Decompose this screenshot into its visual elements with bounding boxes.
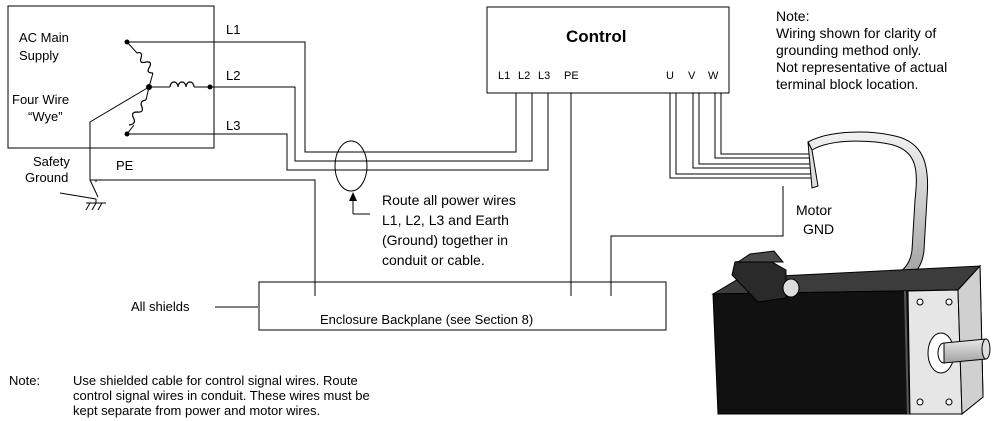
motor-gnd-label: Motor GND bbox=[796, 202, 834, 237]
terminal-l1: L1 bbox=[498, 70, 510, 82]
bottom-note-line: kept separate from power and motor wires… bbox=[73, 403, 320, 418]
motor-gnd-line1: Motor bbox=[796, 202, 832, 218]
line-label-l1: L1 bbox=[226, 22, 240, 37]
route-note-line: conduit or cable. bbox=[382, 252, 485, 268]
terminal-v: V bbox=[688, 70, 696, 82]
all-shields-callout: All shields bbox=[131, 299, 258, 314]
note-top-line: terminal block location. bbox=[776, 76, 918, 92]
enclosure-backplane: Enclosure Backplane (see Section 8) bbox=[258, 281, 667, 331]
conduit-bundle bbox=[334, 140, 370, 215]
safety-ground: Safety Ground bbox=[25, 154, 106, 211]
safety-ground-label-line1: Safety bbox=[33, 154, 70, 169]
power-wires: L1 L2 L3 PE bbox=[90, 22, 549, 296]
note-top-line: grounding method only. bbox=[776, 42, 921, 58]
line-label-l3: L3 bbox=[226, 118, 240, 133]
wye-transformer-symbol bbox=[89, 39, 213, 198]
ac-supply-box: AC Main Supply Four Wire “Wye” bbox=[7, 5, 215, 198]
route-note-line: (Ground) together in bbox=[382, 232, 508, 248]
note-top-line: Note: bbox=[776, 8, 809, 24]
wire-l1 bbox=[127, 41, 517, 153]
wire-l3 bbox=[127, 93, 549, 171]
safety-ground-label-line2: Ground bbox=[25, 170, 68, 185]
motor-wires bbox=[669, 93, 812, 179]
wire-motor-gnd bbox=[610, 186, 784, 296]
bottom-note-line: Use shielded cable for control signal wi… bbox=[73, 373, 358, 388]
terminal-l2: L2 bbox=[518, 70, 530, 82]
pe-label: PE bbox=[116, 158, 134, 173]
backplane-label: Enclosure Backplane (see Section 8) bbox=[320, 312, 533, 327]
motor-gnd-line2: GND bbox=[803, 221, 834, 237]
servo-motor-image bbox=[711, 250, 991, 416]
top-right-note: Note: Wiring shown for clarity of ground… bbox=[776, 8, 947, 92]
supply-label-line1: AC Main bbox=[19, 30, 69, 45]
control-box: Control L1 L2 L3 PE U V W bbox=[486, 6, 730, 94]
note-top-line: Not representative of actual bbox=[776, 59, 947, 75]
line-label-l2: L2 bbox=[226, 68, 240, 83]
bottom-note-line: control signal wires in conduit. These w… bbox=[73, 388, 370, 403]
terminal-pe: PE bbox=[564, 70, 579, 82]
route-note-line: L1, L2, L3 and Earth bbox=[382, 212, 509, 228]
bottom-note: Note: Use shielded cable for control sig… bbox=[9, 373, 370, 418]
note-top-line: Wiring shown for clarity of bbox=[776, 25, 936, 41]
ground-symbol-icon bbox=[85, 202, 106, 211]
wye-label-line2: “Wye” bbox=[28, 109, 63, 124]
route-note-line: Route all power wires bbox=[382, 192, 516, 208]
supply-label-line2: Supply bbox=[19, 48, 59, 63]
terminal-l3: L3 bbox=[538, 70, 550, 82]
terminal-w: W bbox=[708, 70, 719, 82]
route-note: Route all power wires L1, L2, L3 and Ear… bbox=[382, 192, 516, 268]
wye-label-line1: Four Wire bbox=[12, 92, 69, 107]
wire-pe bbox=[90, 179, 316, 296]
all-shields-label: All shields bbox=[131, 299, 190, 314]
wire-l2 bbox=[210, 86, 533, 162]
bottom-note-prefix: Note: bbox=[9, 373, 40, 388]
control-title: Control bbox=[566, 27, 626, 46]
terminal-u: U bbox=[666, 70, 674, 82]
